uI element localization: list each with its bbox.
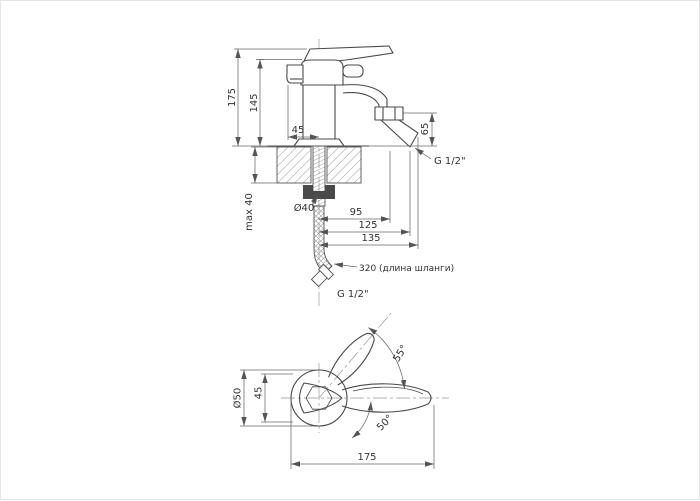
- escutcheon-circle: [290, 369, 348, 427]
- top-view-centerlines: [281, 312, 449, 433]
- cartridge-dome: [300, 59, 344, 86]
- shower-outlet-nut: [374, 106, 404, 121]
- top-view: Ø50 45 55° 50° 175: [232, 312, 449, 469]
- handle-angle-up-label: 55°: [392, 343, 411, 364]
- faucet-top-body: [290, 332, 432, 427]
- shower-arm-inner: [342, 92, 380, 107]
- diverter-knob: [342, 64, 364, 78]
- dim-outlet-height-label: 65: [420, 123, 431, 136]
- top-view-dimension-lines: [240, 369, 435, 469]
- hole-diameter-label: Ø40: [294, 202, 315, 214]
- dim-body-height-label: 145: [249, 93, 260, 112]
- escutcheon-base: [293, 138, 345, 147]
- flexible-hose: [313, 205, 333, 274]
- max-deck-thickness-label: max 40: [244, 193, 255, 231]
- hose-fitting: [310, 263, 335, 288]
- dim-135-label: 135: [361, 233, 380, 244]
- dim-125-label: 125: [358, 220, 377, 231]
- body-width-label: 45: [254, 387, 265, 400]
- dim-spout-offset-label: 45: [292, 125, 305, 136]
- body-column: [302, 84, 336, 140]
- side-view: 175 145 45 65 G 1/2" Ø40 max 40 95 125 1…: [227, 39, 466, 306]
- side-view-dimension-lines: [232, 48, 437, 268]
- countertop-section: [276, 146, 362, 184]
- base-diameter-label: Ø50: [232, 388, 244, 409]
- hose-length-label: 320 (длина шланги): [359, 264, 454, 274]
- handle-detail-line: [352, 386, 424, 395]
- outlet-thread-label: G 1/2": [434, 156, 466, 167]
- faucet-body: [267, 45, 419, 148]
- cartridge-hex: [305, 386, 333, 410]
- total-length-label: 175: [357, 452, 376, 463]
- rotation-arcs: [351, 327, 407, 439]
- spout: [286, 64, 304, 84]
- dim-95-label: 95: [350, 207, 363, 218]
- dim-total-height-label: 175: [227, 88, 238, 107]
- shower-arm-outer: [342, 84, 388, 107]
- hose-thread-label: G 1/2": [337, 289, 369, 300]
- shower-nipple: [380, 119, 419, 148]
- handle-angle-down-label: 50°: [375, 413, 395, 433]
